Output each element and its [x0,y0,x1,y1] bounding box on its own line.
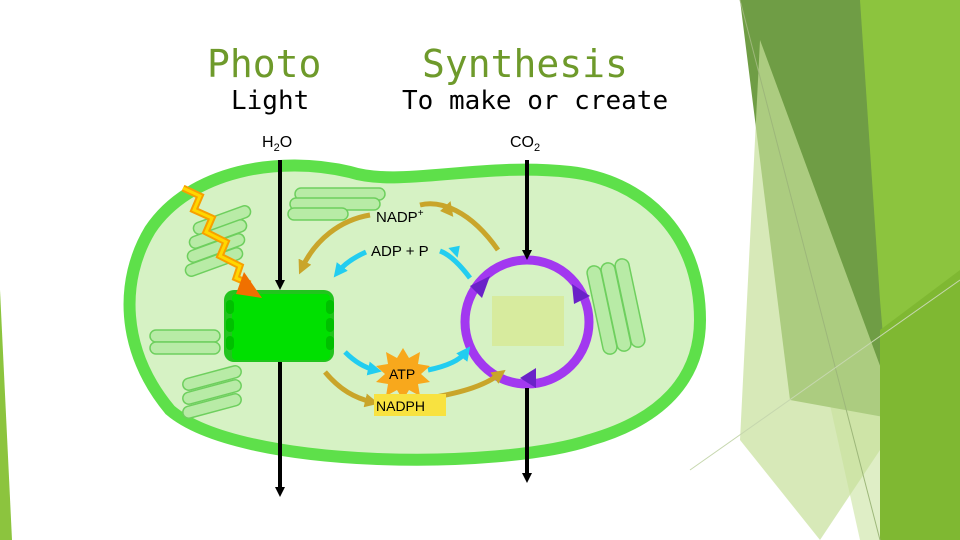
chloroplast [123,159,707,466]
adp-return-arc [439,248,472,280]
to-nadph-arc [323,370,379,408]
deco-line-2 [689,279,960,471]
calvin-cycle [460,255,594,389]
atp-badge [376,348,430,400]
light-bolt-core [182,186,251,286]
nadp-label: NADP+ [376,208,424,226]
to-atp-arc [343,350,382,376]
nadp-arc-head-1 [440,201,454,217]
water-label: H2O [262,134,292,154]
deco-left-sliver [0,290,12,540]
title-synthesis: Synthesis [422,42,628,86]
nadph-label: NADPH [376,398,425,414]
light-bolt-tip [236,272,262,298]
deco-corner-panel [880,270,960,540]
deco-line [739,0,881,540]
adp-arc-head [448,245,460,258]
nadph-box [374,394,446,416]
co2-label: CO2 [510,134,540,154]
nadp-to-thylakoid-arc [298,212,371,275]
adp-label: ADP + P [371,243,429,260]
subtitle-light: Light [231,86,310,116]
atp-to-cycle-arc [427,346,471,373]
cycle-center [492,296,564,346]
deco-pale-panel [740,40,900,540]
subtitle-make-create: To make or create [402,86,669,116]
cycle-arrowheads [470,276,590,388]
title-photo: Photo [207,42,322,86]
adp-to-thylakoid-arc [333,249,368,278]
thylakoid [224,290,334,362]
atp-label: ATP [389,366,415,382]
nadp-return-arc [419,201,501,252]
